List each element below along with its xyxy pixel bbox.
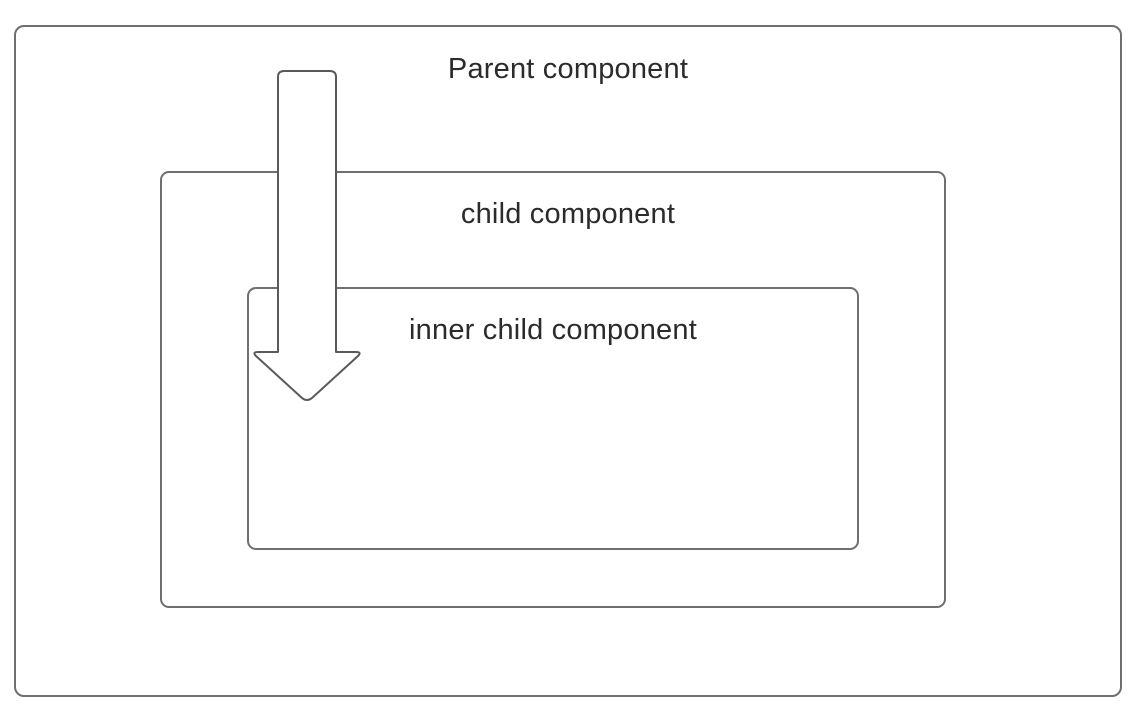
- child-component-label: child component: [461, 198, 675, 230]
- parent-component-label: Parent component: [448, 53, 688, 85]
- inner-child-component-box: [247, 287, 859, 550]
- down-arrow-icon: [253, 70, 361, 401]
- inner-child-component-label: inner child component: [409, 314, 697, 346]
